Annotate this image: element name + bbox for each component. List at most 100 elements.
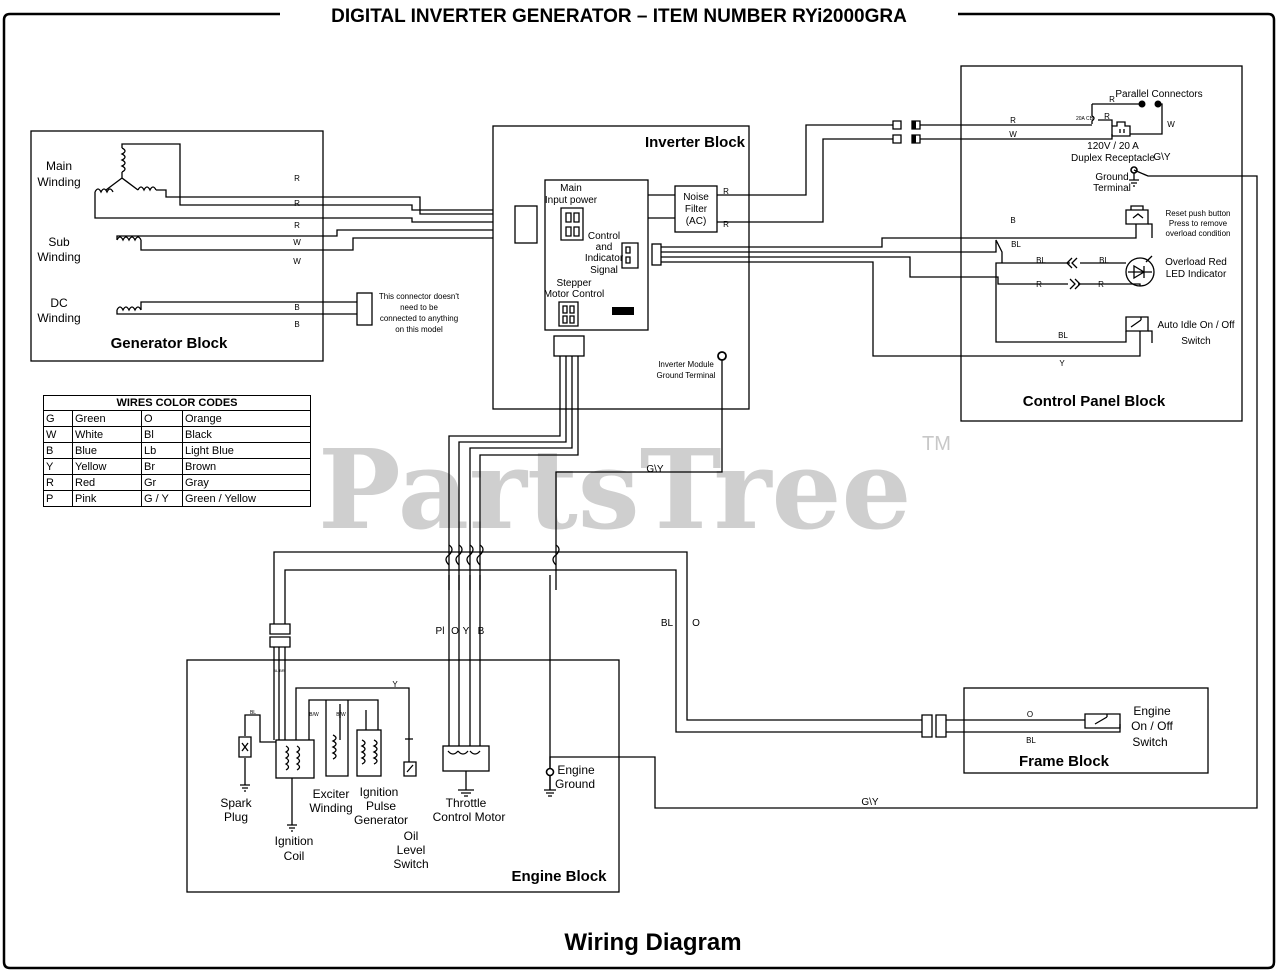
color-cell: Red [72, 474, 142, 491]
frame-wire-o: O [692, 618, 700, 629]
gen-wire-r1: R [294, 174, 300, 183]
code-cell: G / Y [141, 490, 183, 507]
inverter-ground-label-1: Inverter Module [658, 360, 714, 369]
ignition-coil-box [275, 739, 315, 779]
spark-inline-connector [269, 623, 291, 648]
watermark-trademark: TM [922, 433, 951, 455]
control-signal-label-2: and [596, 242, 613, 253]
overload-label-1: Overload Red [1165, 257, 1227, 268]
code-cell: Lb [141, 442, 183, 459]
engine-block: Engine Block BL BR Y BL B/W B/W Spark Pl… [186, 647, 620, 893]
frame-wire-bl-label: BL [1026, 736, 1036, 745]
generator-block: Generator Block Main Winding Sub Winding… [30, 130, 515, 362]
pulse-generator-box [356, 729, 382, 777]
color-cell: Pink [72, 490, 142, 507]
code-cell: Bl [141, 426, 183, 443]
motor-wire-pl: Pl [436, 626, 445, 637]
reset-label-1: Reset push button [1166, 209, 1231, 218]
ignition-coil-label-1: Ignition [275, 834, 314, 848]
engine-wire-bl: BL [250, 710, 256, 716]
gen-wire-b2: B [294, 320, 299, 329]
noise-filter-label-2: Filter [685, 204, 708, 215]
dc-winding-label-2: Winding [37, 311, 80, 325]
ground-return-wire [549, 169, 1258, 809]
panel-wire-bl4: BL [1058, 331, 1068, 340]
ignition-wires [244, 647, 410, 785]
harness-connector [553, 335, 585, 357]
connector-note-2: need to be [400, 303, 438, 312]
parallel-connectors-label: Parallel Connectors [1115, 89, 1202, 100]
motor-wire-y: Y [463, 626, 470, 637]
pulse-generator-icon [360, 739, 378, 765]
harness-wires [448, 356, 723, 590]
color-cell: Black [182, 426, 311, 443]
noise-filter-label-1: Noise [683, 192, 709, 203]
engine-ground-terminal-icon [545, 767, 555, 777]
panel-wire-bl3: BL [1099, 256, 1109, 265]
frame-wires [273, 551, 922, 733]
exciter-wiring [325, 700, 349, 777]
panel-wire-bl2: BL [1036, 256, 1046, 265]
panel-wire-r-top: R [1010, 116, 1016, 125]
engine-tiny-label-b: B/W [309, 712, 319, 718]
gen-wire-w2: W [293, 257, 301, 266]
gen-wire-b1: B [294, 303, 299, 312]
pulse-gen-label-3: Generator [354, 813, 408, 827]
duplex-receptacle-icon [1111, 121, 1131, 137]
harness-breaks [445, 544, 560, 566]
panel-wire-y: Y [1059, 359, 1065, 368]
noise-filter-box [674, 185, 718, 233]
gen-wire-w1: W [293, 238, 301, 247]
sub-winding-label-2: Winding [37, 250, 80, 264]
main-winding-label-1: Main [46, 159, 72, 173]
frame-wire-o-label: O [1027, 710, 1033, 719]
control-panel-block: Control Panel Block Parallel Connectors … [661, 65, 1243, 422]
ac-inline-connectors [892, 120, 921, 144]
engine-switch-label-3: Switch [1132, 735, 1167, 749]
table-row: Y Yellow Br Brown [43, 458, 311, 475]
control-connector-icon [621, 242, 639, 269]
gen-wire-r2: R [294, 199, 300, 208]
throttle-label-1: Throttle [446, 796, 487, 810]
oil-level-switch-icon [403, 735, 417, 777]
spark-plug-icon [238, 736, 252, 792]
exciter-label-2: Winding [309, 801, 352, 815]
spark-plug-label-1: Spark [220, 796, 252, 810]
engine-ground-label-1: Engine [557, 763, 595, 777]
generator-input-connector [514, 205, 538, 244]
oil-switch-label-3: Switch [393, 857, 428, 871]
inverter-block: Inverter Block Main Input power Control … [492, 125, 750, 410]
color-cell: Orange [182, 410, 311, 427]
overload-label-2: LED Indicator [1166, 269, 1227, 280]
connector-note-1: This connector doesn't [379, 292, 460, 301]
breaker-label: 20A CB [1076, 116, 1094, 122]
color-cell: Yellow [72, 458, 142, 475]
watermark: PartsTree [318, 425, 912, 554]
ground-return-label: G\Y [861, 797, 879, 808]
outer-frame [2, 12, 1276, 970]
ignition-coil-label-2: Coil [284, 849, 305, 863]
main-input-label-1: Main [560, 183, 582, 194]
code-cell: G [43, 410, 73, 427]
control-signal-label-4: Signal [590, 265, 618, 276]
control-signal-wires [661, 223, 1153, 357]
main-input-connector-icon [560, 207, 584, 241]
ac-connector-fill-2 [912, 135, 916, 143]
panel-wire-b: B [1010, 216, 1015, 225]
code-cell: B [43, 442, 73, 459]
engine-tiny-label-c: B/W [336, 712, 346, 718]
throttle-label-2: Control Motor [433, 810, 506, 824]
frame-wire-bl: BL [661, 618, 674, 629]
stepper-slot [612, 307, 634, 315]
exciter-winding-icon [331, 734, 337, 760]
motor-wires [448, 575, 551, 770]
exciter-label-1: Exciter [313, 787, 350, 801]
throttle-motor-box [442, 745, 490, 772]
code-cell: O [141, 410, 183, 427]
panel-ground-label-2: Terminal [1093, 183, 1131, 194]
noise-filter-label-3: (AC) [686, 216, 707, 227]
gen-wire-r3: R [294, 221, 300, 230]
color-cell: Gray [182, 474, 311, 491]
engine-wire-y: Y [392, 680, 398, 689]
